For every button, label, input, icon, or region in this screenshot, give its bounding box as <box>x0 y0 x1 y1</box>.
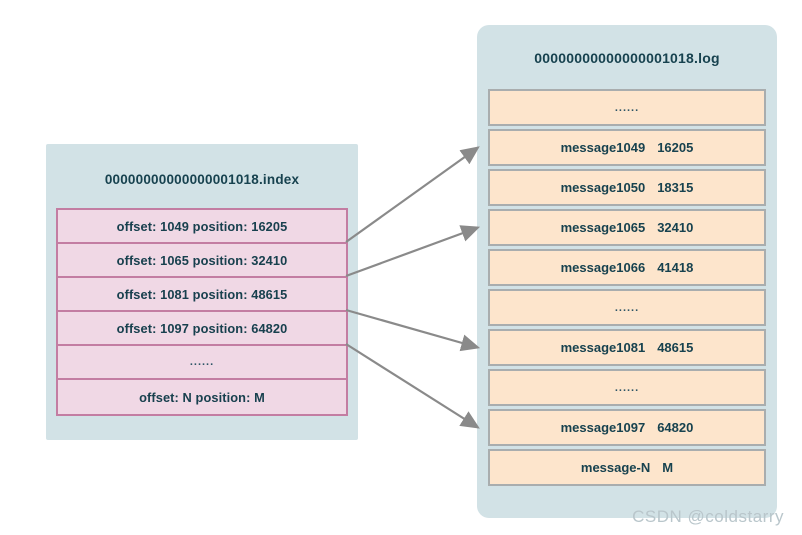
log-message-name: message1097 <box>560 420 646 435</box>
index-entry-text: offset: 1065 position: 32410 <box>116 252 288 268</box>
log-ellipsis-row: ...... <box>488 369 766 406</box>
index-entry-row: offset: 1097 position: 64820 <box>58 312 346 346</box>
log-entry-row: message1097 64820 <box>488 409 766 446</box>
ellipsis-text: ...... <box>614 101 640 114</box>
log-message-name: message1081 <box>560 340 646 355</box>
log-entry-row: message1081 48615 <box>488 329 766 366</box>
log-entry-row: message-N M <box>488 449 766 486</box>
log-entry-row: message1050 18315 <box>488 169 766 206</box>
index-entry-row: offset: 1081 position: 48615 <box>58 278 346 312</box>
log-message-name: message1049 <box>560 140 646 155</box>
ellipsis-text: ...... <box>189 356 215 368</box>
index-to-log-arrow <box>345 225 481 278</box>
log-message-position: 18315 <box>657 180 694 195</box>
log-entry-row: message1065 32410 <box>488 209 766 246</box>
log-message-name: message1050 <box>560 180 646 195</box>
log-message-position: 41418 <box>657 260 694 275</box>
log-message-position: 64820 <box>657 420 694 435</box>
index-to-log-arrow <box>345 308 481 352</box>
index-entry-text: offset: 1081 position: 48615 <box>116 286 288 302</box>
log-message-position: 48615 <box>657 340 694 355</box>
log-ellipsis-row: ...... <box>488 89 766 126</box>
ellipsis-text: ...... <box>614 301 640 314</box>
watermark-label: CSDN @coldstarry <box>632 507 784 526</box>
index-file-panel: 00000000000000001018.index offset: 1049 … <box>46 144 358 440</box>
log-entry-row: message1049 16205 <box>488 129 766 166</box>
index-to-log-arrow <box>345 146 480 243</box>
log-file-panel: 00000000000000001018.log ...... message10… <box>477 25 777 518</box>
index-entry-row: offset: N position: M <box>58 380 346 414</box>
log-ellipsis-row: ...... <box>488 289 766 326</box>
index-entry-text: offset: 1049 position: 16205 <box>116 218 288 234</box>
log-file-title: 00000000000000001018.log <box>534 50 720 66</box>
log-message-position: M <box>662 460 674 475</box>
index-entry-row: offset: 1049 position: 16205 <box>58 210 346 244</box>
log-message-name: message1065 <box>560 220 646 235</box>
log-message-position: 16205 <box>657 140 694 155</box>
index-entry-text: offset: N position: M <box>139 389 265 405</box>
log-message-name: message-N <box>580 460 651 475</box>
ellipsis-text: ...... <box>614 381 640 394</box>
index-to-log-arrow <box>345 343 480 429</box>
index-ellipsis-row: ...... <box>58 346 346 380</box>
index-entry-list: offset: 1049 position: 16205 offset: 1065… <box>56 208 348 416</box>
index-file-title: 00000000000000001018.index <box>104 172 300 187</box>
log-message-position: 32410 <box>657 220 694 235</box>
index-entry-row: offset: 1065 position: 32410 <box>58 244 346 278</box>
log-entry-row: message1066 41418 <box>488 249 766 286</box>
index-entry-text: offset: 1097 position: 64820 <box>116 320 288 336</box>
log-message-name: message1066 <box>560 260 646 275</box>
